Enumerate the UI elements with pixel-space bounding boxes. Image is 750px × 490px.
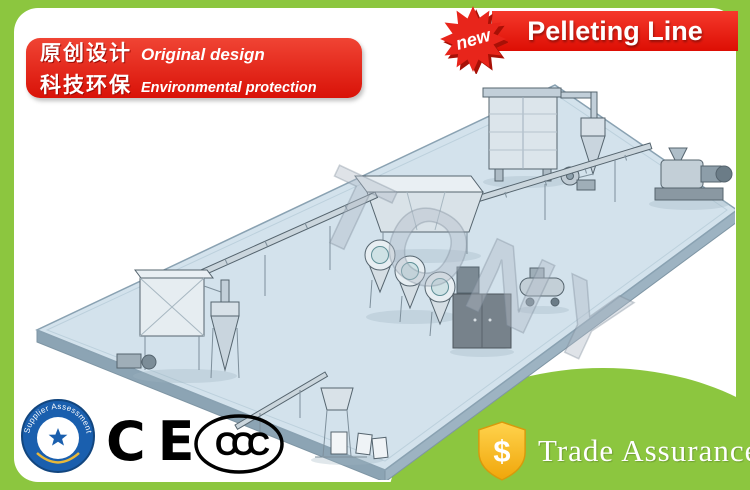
air-compressor — [519, 267, 565, 307]
star-icon — [48, 428, 68, 446]
page-title: Pelleting Line — [527, 15, 703, 46]
bagging-station — [234, 371, 389, 460]
main-hopper — [354, 175, 484, 254]
banner-line1-zh: 原创设计 — [40, 42, 132, 65]
cyclone-separator — [560, 91, 606, 179]
feeder-pump — [116, 353, 157, 370]
ccc-label: CCC — [215, 426, 270, 462]
ccc-oval — [194, 414, 284, 474]
trade-assurance: $ Trade Assurance — [476, 420, 750, 482]
design-banner: 原创设计 Original design 科技环保 Environmental … — [26, 38, 362, 98]
dollar-sign: $ — [493, 434, 510, 469]
banner-line2-en: Environmental protection — [141, 80, 317, 96]
title-banner: Pelleting Line — [492, 11, 738, 51]
banner-row-1: 原创设计 Original design — [40, 37, 362, 67]
new-badge: new — [440, 6, 508, 74]
ccc-mark: CCC — [194, 414, 284, 474]
ce-mark: CE — [106, 410, 207, 473]
laurel-right — [57, 452, 80, 464]
supplier-assessment-badge: Supplier Assessment — [21, 399, 95, 473]
mixer-conditioners — [364, 239, 480, 337]
banner-row-2: 科技环保 Environmental protection — [40, 69, 362, 99]
laurel-left — [36, 452, 59, 464]
pellet-mill — [654, 147, 733, 201]
trade-assurance-label: Trade Assurance — [538, 433, 750, 468]
trade-shield-icon: $ — [478, 421, 526, 481]
starburst-icon — [440, 6, 506, 72]
banner-line1-en: Original design — [141, 45, 265, 64]
bag-filter-cabinet — [482, 87, 562, 182]
pelleting-line-illustration: TONY — [35, 84, 735, 480]
control-cabinet — [452, 293, 512, 349]
banner-line2-zh: 科技环保 — [40, 74, 132, 97]
